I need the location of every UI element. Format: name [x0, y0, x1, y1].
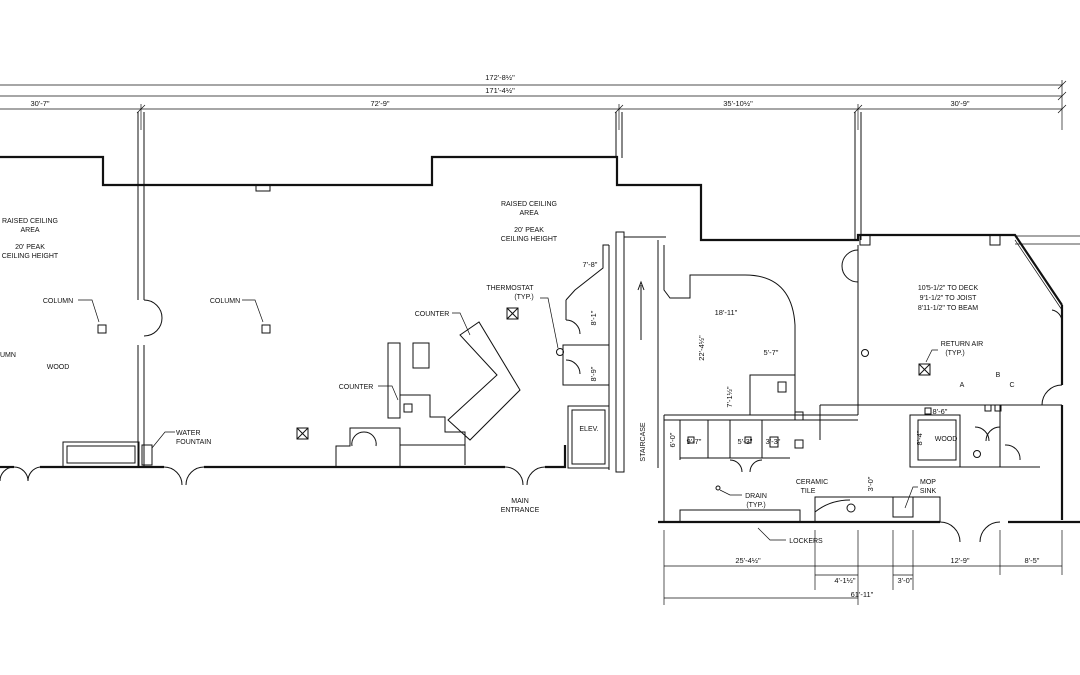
- wood-label-right: WOOD: [935, 436, 958, 443]
- overall-dim-seg-b: 72'-9": [370, 99, 389, 108]
- center-column-label: COLUMN: [210, 298, 240, 305]
- drain-icon: [715, 485, 721, 491]
- column-marker-b: [261, 324, 271, 334]
- return-air-label-1: RETURN AIR: [941, 341, 983, 348]
- dim-22-4: 22'-4½": [697, 335, 706, 361]
- grille-icon: [296, 427, 309, 440]
- mop-sink-label-1: MOP: [920, 479, 936, 486]
- water-fountain-1: WATER: [176, 430, 201, 437]
- dim-8-4: 8'-4": [915, 430, 924, 445]
- main-entrance-2: ENTRANCE: [501, 507, 540, 514]
- dim-8-5: 8'-5": [1025, 556, 1040, 565]
- left-column-label: COLUMN: [43, 298, 73, 305]
- dim-61-11: 61'-11": [851, 590, 874, 599]
- height-note-beam: 8'11-1/2" TO BEAM: [918, 305, 978, 312]
- left-raised-1: RAISED CEILING: [2, 218, 58, 225]
- elevator-label: ELEV.: [579, 426, 598, 433]
- overall-dimension-lines: [0, 80, 1067, 130]
- dim-9-7: 9'-7": [687, 437, 702, 446]
- toilet-icon: [744, 436, 752, 444]
- toilet-icon: [769, 436, 779, 448]
- thermostat-label-2: (TYP.): [514, 294, 533, 301]
- overall-dim-total-2: 171'-4½": [485, 86, 515, 95]
- dim-5-7: 5'-7": [764, 348, 779, 357]
- left-peak-2: CEILING HEIGHT: [2, 253, 59, 260]
- outlet-icon: [994, 404, 1002, 412]
- center-peak-2: CEILING HEIGHT: [501, 236, 558, 243]
- lockers-label: LOCKERS: [789, 538, 823, 545]
- dim-3-0: 3'-0": [898, 576, 913, 585]
- dim-12-9: 12'-9": [950, 556, 969, 565]
- wood-label: WOOD: [47, 364, 70, 371]
- main-entrance-1: MAIN: [511, 498, 529, 505]
- grille-icon: [506, 307, 519, 320]
- overall-dim-total-1: 172'-8½": [485, 73, 515, 82]
- dim-3-0-vertical: 3'-0": [866, 476, 875, 491]
- height-note-joist: 9'1-1/2" TO JOIST: [920, 295, 978, 302]
- overall-dim-seg-d: 30'-9": [950, 99, 969, 108]
- dim-8-1: 8'-1": [589, 310, 598, 325]
- center-raised-1: RAISED CEILING: [501, 201, 557, 208]
- outlet-icon: [984, 404, 992, 412]
- dim-3-3: 3'-3": [766, 437, 781, 446]
- sink-icon: [403, 403, 413, 413]
- drain-label-1: DRAIN: [745, 493, 767, 500]
- return-air-icon: [918, 363, 931, 376]
- left-peak-1: 20' PEAK: [15, 244, 45, 251]
- dim-6-0: 6'-0": [668, 432, 677, 447]
- dim-5-3: 5'-3": [738, 437, 753, 446]
- thermostat-label-1: THERMOSTAT: [486, 285, 534, 292]
- outlet-icon: [924, 407, 932, 415]
- thermostat-icon: [861, 349, 869, 357]
- dim-25-4: 25'-4½": [735, 556, 761, 565]
- dim-8-6: 8'-6": [933, 407, 948, 416]
- height-note-deck: 10'5-1/2" TO DECK: [918, 285, 979, 292]
- ceramic-label-2: TILE: [801, 488, 816, 495]
- tag-a: A: [960, 382, 965, 389]
- thermostat-icon: [973, 450, 981, 458]
- tag-c: C: [1009, 382, 1014, 389]
- center-raised-2: AREA: [519, 210, 538, 217]
- partial-column-label: UMN: [0, 352, 16, 359]
- bottom-dimension-lines: [663, 530, 1063, 605]
- dim-4-1: 4'-1½": [834, 576, 856, 585]
- interior-walls: [62, 112, 1062, 523]
- drain-label-2: (TYP.): [746, 502, 765, 509]
- toilet-icon: [687, 436, 695, 444]
- sink-icon: [794, 411, 804, 421]
- dim-18-11: 18'-11": [715, 308, 738, 317]
- dim-7-1: 7'-1½": [725, 386, 734, 408]
- water-fountain-2: FOUNTAIN: [176, 439, 211, 446]
- center-peak-1: 20' PEAK: [514, 227, 544, 234]
- overall-dim-seg-a: 30'-7": [30, 99, 49, 108]
- return-air-label-2: (TYP.): [945, 350, 964, 357]
- sink-icon: [794, 439, 804, 449]
- counter-label-a: COUNTER: [415, 311, 450, 318]
- door-swings: [0, 249, 1063, 543]
- left-raised-2: AREA: [20, 227, 39, 234]
- dim-7-8: 7'-8": [583, 260, 598, 269]
- counter-label-b: COUNTER: [339, 384, 374, 391]
- staircase-label: STAIRCASE: [640, 422, 647, 461]
- mop-sink-label-2: SINK: [920, 488, 937, 495]
- overall-dim-seg-c: 35'-10½": [723, 99, 753, 108]
- thermostat-icon: [556, 348, 564, 356]
- toilet-icon: [777, 381, 787, 393]
- dim-8-9: 8'-9": [589, 366, 598, 381]
- ceramic-label-1: CERAMIC: [796, 479, 828, 486]
- column-marker-a: [97, 324, 107, 334]
- symbols: [78, 297, 1002, 541]
- tag-b: B: [996, 372, 1001, 379]
